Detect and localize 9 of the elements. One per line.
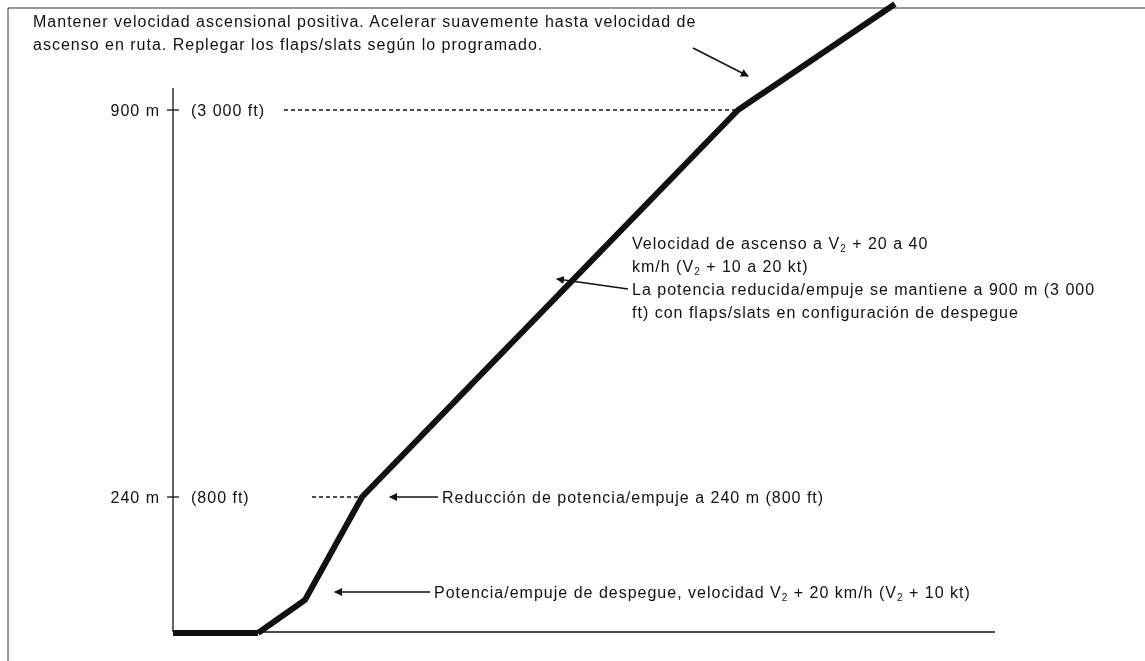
leader-arrow (692, 47, 749, 77)
leader-arrow (389, 493, 439, 501)
annotation-text: Reducción de potencia/empuje a 240 m (800 ft) (442, 488, 826, 508)
annotation-text: La potencia reducida/empuje se mantiene a 900 m (3 000 ft) con flaps/slats en configuración de despegue (632, 280, 1097, 323)
annotation-text: Mantener velocidad ascensional positiva. Acelerar suavemente hasta velocidad de ascenso en ruta. Replegar los flaps/slats según lo programado. (33, 12, 698, 55)
annotation-text: Potencia/empuje de despegue, velocidad V$_{2}$ + 20 km/h (V$_{2}$ + 10 kt) (434, 583, 972, 604)
leader-arrow (334, 588, 431, 596)
annotation-text: Velocidad de ascenso a V$_{2}$ + 20 a 40 km/h (V$_{2}$ + 10 a 20 kt) (632, 234, 930, 278)
leader-arrow (556, 276, 629, 290)
